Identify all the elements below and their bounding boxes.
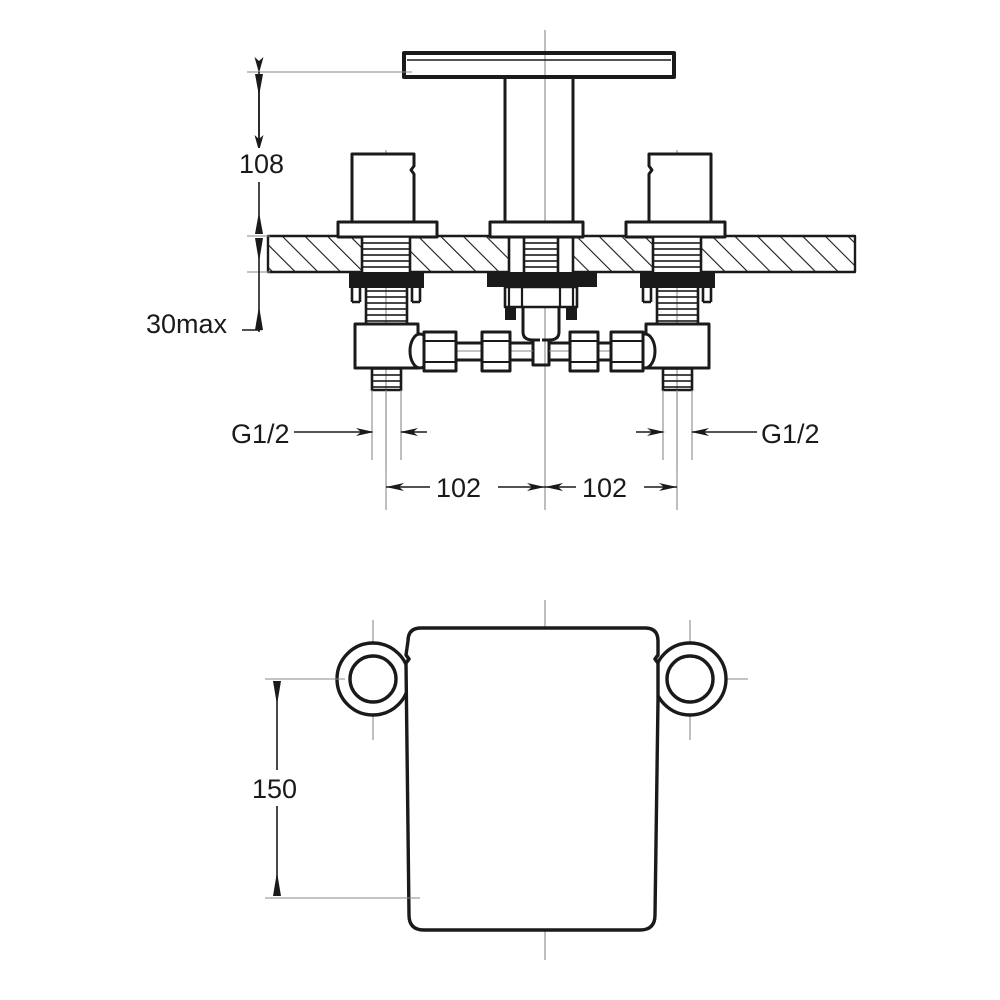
plan-view: [335, 626, 728, 932]
dimension-label-g12-right: G1/2: [761, 419, 820, 449]
drawing-body: [228, 30, 857, 960]
union-nut: [609, 330, 657, 373]
dimension-label-30max: 30max: [146, 309, 228, 339]
left-handle-assembly: [336, 152, 439, 510]
leader-g12-right: [636, 428, 757, 436]
union-nut: [480, 330, 512, 373]
dimension-102-left: [386, 483, 545, 491]
center-fitting-through-deck: [507, 236, 575, 272]
center-escutcheon: [488, 220, 585, 239]
dimension-lines-upper: [228, 57, 757, 491]
right-handle-assembly: [624, 152, 727, 510]
dimension-108: [254, 57, 264, 234]
center-shank-assembly: [487, 272, 597, 367]
dimension-label-150: 150: [252, 774, 297, 804]
dimension-label-102-left: 102: [436, 473, 481, 503]
spout-column: [503, 77, 575, 224]
dimension-label-g12-left: G1/2: [231, 419, 290, 449]
dimension-102-right: [545, 483, 677, 491]
dimension-text-layer: 108 30max G1/2 G1/2 102 102 150: [142, 148, 824, 806]
connecting-pipework: [408, 330, 657, 373]
leader-g12-left: [292, 428, 427, 436]
spout-top-bar: [402, 51, 676, 79]
dimension-label-102-right: 102: [582, 473, 627, 503]
dimension-30max: [228, 238, 263, 332]
dimension-label-108: 108: [239, 149, 284, 179]
union-nut: [568, 330, 600, 373]
union-nut: [408, 330, 458, 373]
